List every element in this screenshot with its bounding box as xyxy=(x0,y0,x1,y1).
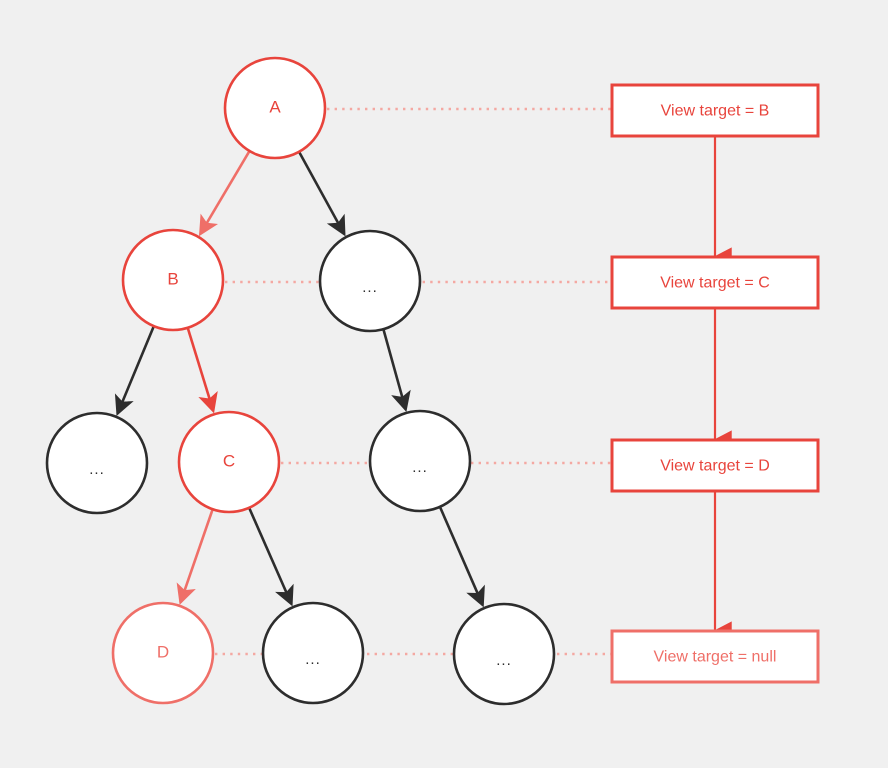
tree-node-r2[interactable]: ... xyxy=(368,409,472,513)
node-circle-b xyxy=(121,228,225,332)
tree-node-r1[interactable]: ... xyxy=(318,229,422,333)
edge-b-to-c xyxy=(186,327,218,414)
edge-c-to-d xyxy=(176,509,214,605)
view-target-box-null-label: View target = null xyxy=(654,649,777,666)
view-target-boxes: View target = B View target = C View targe… xyxy=(610,83,820,684)
node-circle-e2 xyxy=(261,601,365,705)
tree-node-e3[interactable]: ... xyxy=(452,602,556,706)
tree-edges xyxy=(114,150,485,608)
view-target-box-null-frame xyxy=(610,629,820,684)
node-label-a: A xyxy=(269,97,281,116)
tree-node-e1[interactable]: ... xyxy=(45,411,149,515)
node-circle-e3 xyxy=(452,602,556,706)
dotted-connectors xyxy=(215,107,612,656)
view-target-box-null[interactable]: View target = null xyxy=(610,629,820,684)
node-circle-r2 xyxy=(368,409,472,513)
edge-a-to-b xyxy=(198,150,251,237)
edge-a-to-ellipsis xyxy=(298,151,346,237)
view-target-box-d-label: View target = D xyxy=(660,458,770,475)
edge-ellipsis-to-ellipsis-2 xyxy=(438,506,485,608)
tree-node-a[interactable]: A xyxy=(223,56,327,160)
node-label-e3: ... xyxy=(496,652,512,669)
edge-c-to-ellipsis xyxy=(248,507,294,607)
tree-nodes: A B...... C... D...... xyxy=(45,56,556,706)
edge-ellipsis-to-ellipsis xyxy=(382,329,411,412)
tree-node-b[interactable]: B xyxy=(121,228,225,332)
view-target-box-c-frame xyxy=(610,255,820,310)
node-circle-d xyxy=(111,601,215,705)
view-target-box-d[interactable]: View target = D xyxy=(610,438,820,493)
tree-node-c[interactable]: C xyxy=(177,410,281,514)
node-label-e2: ... xyxy=(305,651,321,668)
node-label-c: C xyxy=(223,451,235,470)
node-label-d: D xyxy=(157,642,169,661)
view-target-box-d-frame xyxy=(610,438,820,493)
tree-node-e2[interactable]: ... xyxy=(261,601,365,705)
node-circle-c xyxy=(177,410,281,514)
node-label-e1: ... xyxy=(89,461,105,478)
tree-node-d[interactable]: D xyxy=(111,601,215,705)
view-target-box-b-frame xyxy=(610,83,820,138)
view-target-box-b-label: View target = B xyxy=(661,103,770,120)
node-label-r2: ... xyxy=(412,459,428,476)
node-circle-a xyxy=(223,56,327,160)
edge-b-to-ellipsis xyxy=(114,326,155,416)
view-target-box-c-label: View target = C xyxy=(660,275,770,292)
node-label-r1: ... xyxy=(362,279,378,296)
node-circle-r1 xyxy=(318,229,422,333)
view-target-box-c[interactable]: View target = C xyxy=(610,255,820,310)
view-target-box-b[interactable]: View target = B xyxy=(610,83,820,138)
node-circle-e1 xyxy=(45,411,149,515)
node-label-b: B xyxy=(167,269,178,288)
